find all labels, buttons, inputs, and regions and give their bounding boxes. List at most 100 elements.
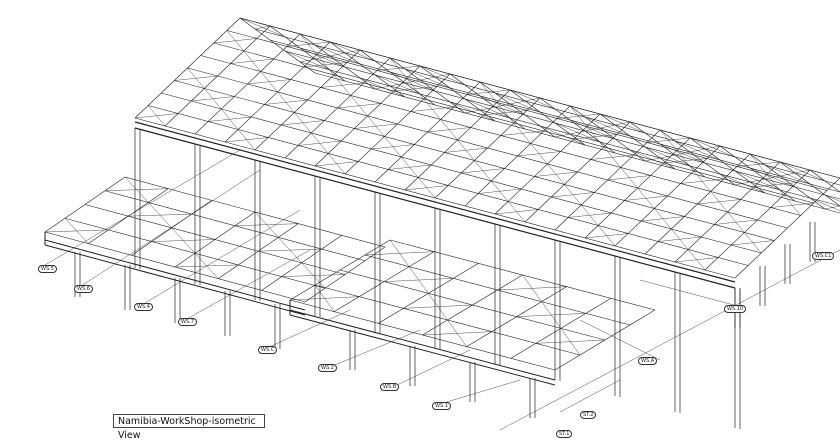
bracing: [569, 130, 586, 135]
roof-purlin: [809, 169, 840, 193]
bracing: [581, 204, 599, 226]
roof-purlin: [749, 153, 826, 210]
grid-line: [439, 379, 521, 405]
bracing: [409, 266, 429, 294]
bracing: [614, 121, 631, 126]
platform-edge: [44, 239, 306, 311]
bracing: [644, 157, 661, 162]
bracing: [554, 133, 571, 138]
bracing: [333, 74, 351, 96]
roof-purlin: [569, 105, 646, 162]
bracing: [124, 176, 149, 203]
bracing: [586, 126, 604, 148]
bracing: [524, 97, 541, 102]
bracing: [522, 274, 542, 302]
roof-purlin: [299, 61, 840, 207]
bracing: [749, 178, 766, 183]
bracing: [734, 181, 751, 186]
bracing: [671, 228, 689, 250]
bracing: [374, 85, 391, 90]
bracing: [301, 262, 326, 289]
bracing: [243, 50, 261, 72]
grid-label: WS.C1: [812, 252, 835, 260]
bracing: [710, 191, 728, 213]
platform-edge: [289, 309, 556, 381]
bracing: [564, 184, 582, 206]
bracing: [260, 71, 278, 93]
bracing: [674, 151, 691, 156]
bracing: [824, 194, 840, 202]
grid-line: [77, 169, 261, 289]
bracing: [440, 119, 458, 141]
bracing: [277, 91, 295, 113]
roof-purlin: [539, 97, 616, 154]
bracing: [530, 143, 548, 165]
bracing: [314, 55, 331, 60]
grid-label: ST.1: [556, 430, 573, 438]
bracing: [404, 79, 421, 84]
bracing: [766, 174, 784, 196]
bracing: [794, 169, 811, 174]
roof-purlin: [509, 89, 586, 146]
roof-purlin: [629, 121, 706, 178]
roof-purlin: [389, 57, 466, 114]
grid-line: [139, 209, 301, 307]
bracing: [367, 115, 385, 137]
bracing: [221, 108, 239, 130]
bracing: [278, 237, 302, 263]
bracing: [560, 328, 581, 356]
bracing: [311, 132, 329, 154]
bracing: [479, 81, 498, 103]
bracing: [254, 211, 279, 238]
bracing: [507, 201, 526, 223]
bracing: [384, 136, 402, 158]
bracing: [299, 58, 316, 63]
grid-label: WS.B: [380, 383, 400, 391]
bracing: [659, 154, 676, 159]
bracing: [423, 98, 441, 120]
grid-line: [184, 249, 311, 321]
bracing: [417, 177, 436, 199]
bracing: [509, 100, 526, 105]
roof-purlin: [659, 129, 736, 186]
bracing: [783, 194, 801, 216]
grid-line: [394, 349, 471, 387]
grid-label: WS.C: [258, 346, 278, 354]
bracing: [676, 150, 694, 172]
bracing: [809, 197, 840, 211]
grid-line: [264, 309, 351, 350]
bracing: [327, 153, 346, 175]
grid-line: [329, 329, 421, 368]
roof-purlin: [599, 113, 676, 170]
bracing: [204, 88, 222, 110]
roof-purlin: [239, 17, 316, 74]
grid-line: [39, 149, 241, 269]
bracing: [764, 175, 781, 180]
bracing: [187, 67, 205, 89]
bracing: [428, 293, 448, 321]
bracing: [299, 33, 318, 55]
bracing: [389, 82, 406, 87]
bracing: [597, 225, 616, 247]
bracing: [464, 109, 481, 114]
bracing: [344, 49, 361, 54]
bracing: [620, 167, 638, 189]
grid-label: WS.5: [38, 265, 57, 273]
bracing: [491, 180, 509, 202]
bracing: [693, 170, 711, 192]
bracing: [749, 153, 768, 175]
grid-line: [639, 279, 746, 309]
bracing: [704, 145, 721, 150]
bracing: [603, 146, 621, 168]
bracing: [659, 129, 678, 151]
bracing: [226, 30, 244, 52]
bracing: [171, 227, 196, 254]
grid-label: ST.2: [580, 411, 597, 419]
grid-label: WS.A: [638, 357, 658, 365]
bracing: [494, 103, 511, 108]
bracing: [599, 124, 616, 129]
bracing: [350, 95, 368, 117]
bracing: [406, 78, 424, 100]
